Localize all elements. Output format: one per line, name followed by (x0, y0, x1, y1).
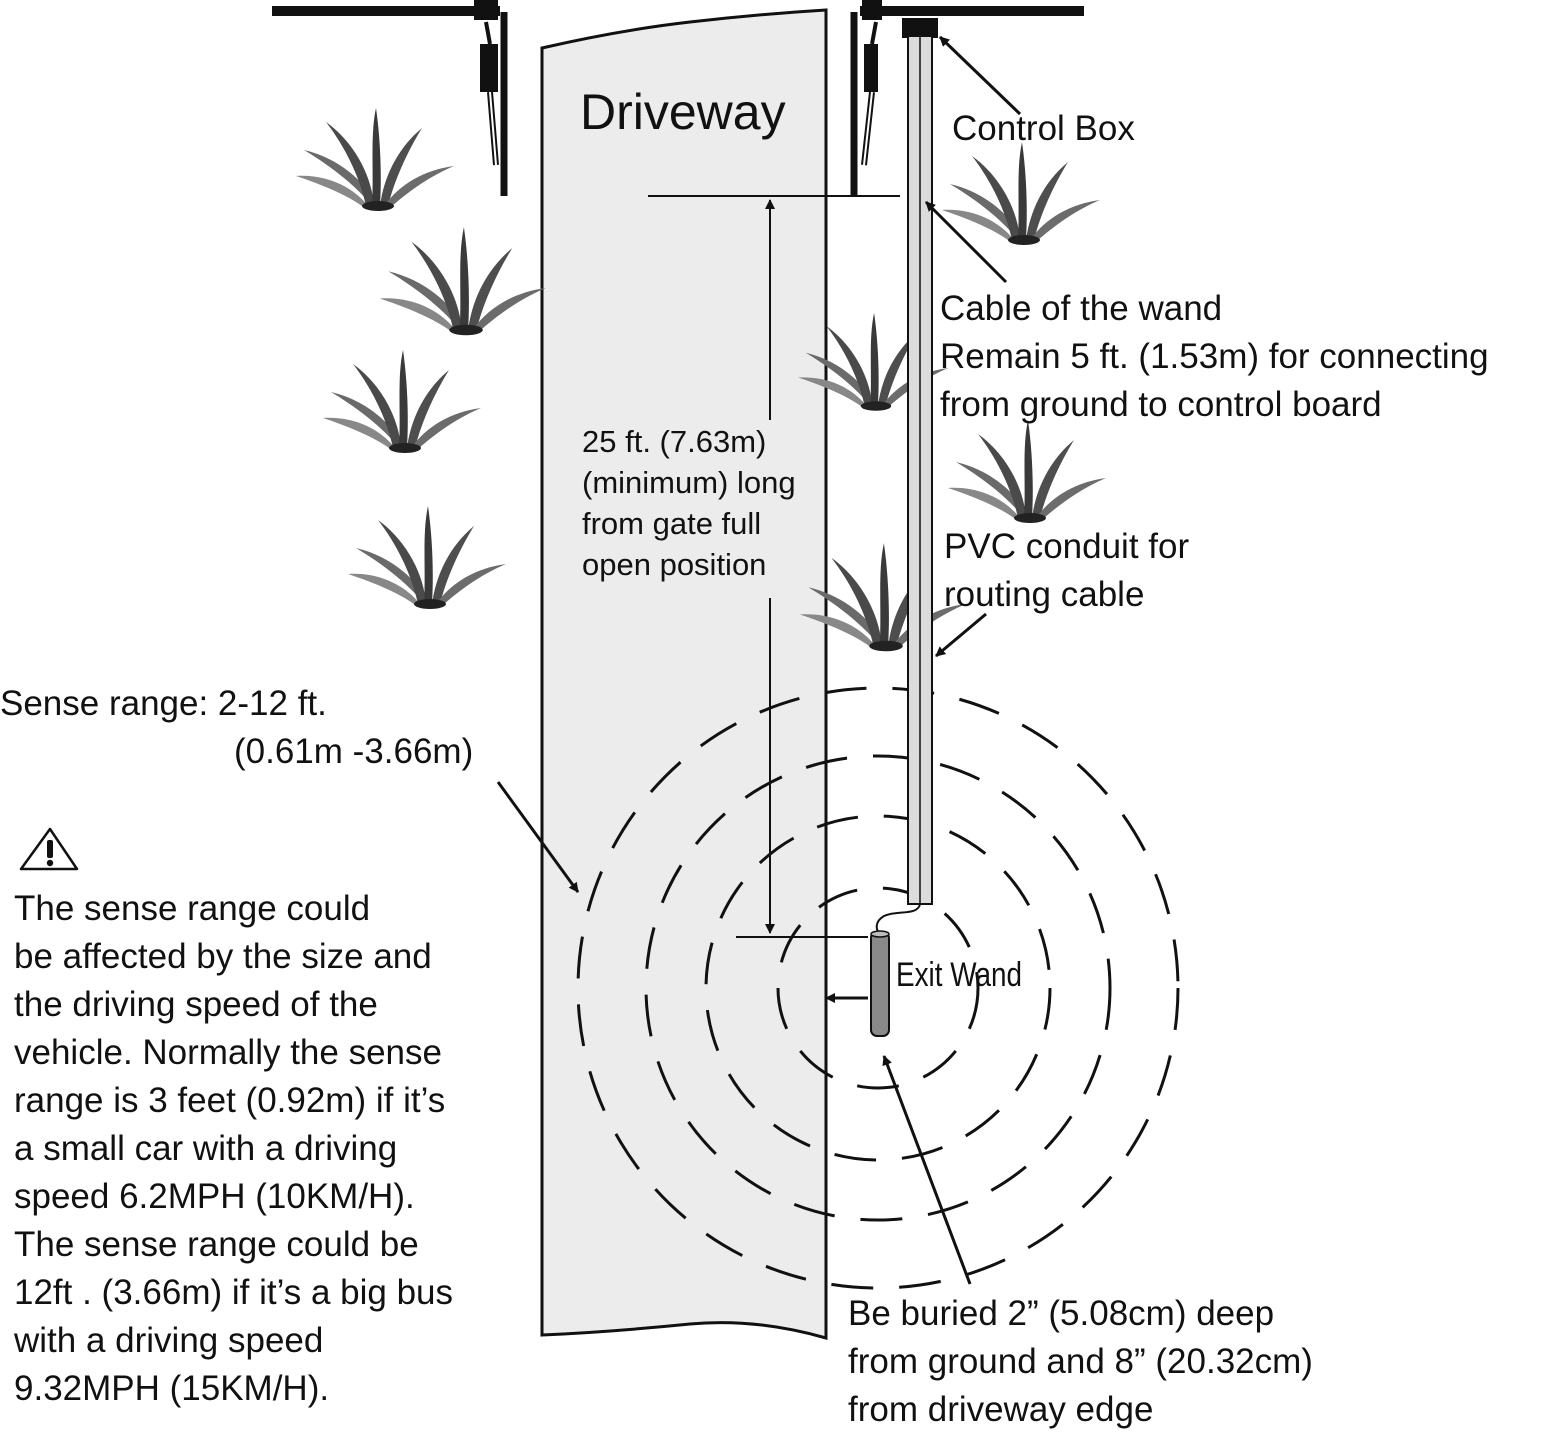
warning-note: The sense range could be affected by the… (14, 824, 453, 1413)
pvc-label: PVC conduit for routing cable (944, 523, 1189, 619)
warning-text-line: be affected by the size and (14, 937, 432, 976)
warning-text-line: The sense range could be (14, 1225, 419, 1264)
buried-label-line: from ground and 8” (20.32cm) (848, 1342, 1313, 1381)
warning-text-line: 12ft . (3.66m) if it’s a big bus (14, 1273, 454, 1312)
buried-label-line: Be buried 2” (5.08cm) deep (848, 1294, 1275, 1333)
sense-range-pointer (496, 781, 580, 893)
warning-text-line: speed 6.2MPH (10KM/H). (14, 1177, 415, 1216)
sense-range-circles (576, 686, 1180, 1290)
warning-text-line: vehicle. Normally the sense (14, 1033, 442, 1072)
control-box-label: Control Box (952, 109, 1135, 148)
warning-text-line: a small car with a driving (14, 1129, 398, 1168)
sense-range-line: Sense range: 2-12 ft. (0, 684, 327, 723)
exit-wand (870, 930, 890, 1037)
exit-wand-label: Exit Wand (896, 956, 1023, 994)
driveway-strip (540, 8, 828, 1340)
distance-label: 25 ft. (7.63m) (minimum) long from gate … (582, 421, 796, 585)
distance-label-line: from gate full (582, 506, 762, 541)
cable-label-line: Remain 5 ft. (1.53m) for connecting (940, 337, 1489, 376)
cable-pointer (924, 200, 1008, 284)
buried-label: Be buried 2” (5.08cm) deep from ground a… (848, 1290, 1313, 1434)
distance-label-line: 25 ft. (7.63m) (582, 424, 767, 459)
cable-label: Cable of the wand Remain 5 ft. (1.53m) f… (940, 285, 1489, 429)
pvc-label-line: routing cable (944, 575, 1145, 614)
distance-label-line: open position (582, 547, 767, 582)
buried-label-line: from driveway edge (848, 1390, 1154, 1429)
wand-cable (875, 903, 921, 935)
pvc-label-line: PVC conduit for (944, 527, 1190, 566)
sense-range-line: (0.61m -3.66m) (234, 732, 474, 771)
driveway-label: Driveway (580, 84, 786, 140)
buried-pointer (882, 1055, 972, 1285)
warning-text-line: the driving speed of the (14, 985, 378, 1024)
warning-text-line: range is 3 feet (0.92m) if it’s (14, 1081, 446, 1120)
warning-text-line: with a driving speed (14, 1321, 324, 1360)
pvc-conduit (907, 35, 933, 905)
warning-text-line: The sense range could (14, 889, 371, 928)
gate-left (272, 0, 508, 196)
warning-triangle-icon (19, 827, 79, 871)
gate-right (850, 0, 1084, 196)
warning-first-line: The sense range could (14, 824, 453, 933)
control-box-pointer (938, 35, 1022, 116)
pvc-pointer (935, 612, 987, 658)
sense-range-label: Sense range: 2-12 ft. (0.61m -3.66m) (0, 680, 473, 776)
distance-label-line: (minimum) long (582, 465, 796, 500)
cable-label-line: Cable of the wand (940, 289, 1223, 328)
cable-label-line: from ground to control board (940, 385, 1382, 424)
warning-text-line: 9.32MPH (15KM/H). (14, 1369, 330, 1408)
control-box (902, 18, 938, 38)
